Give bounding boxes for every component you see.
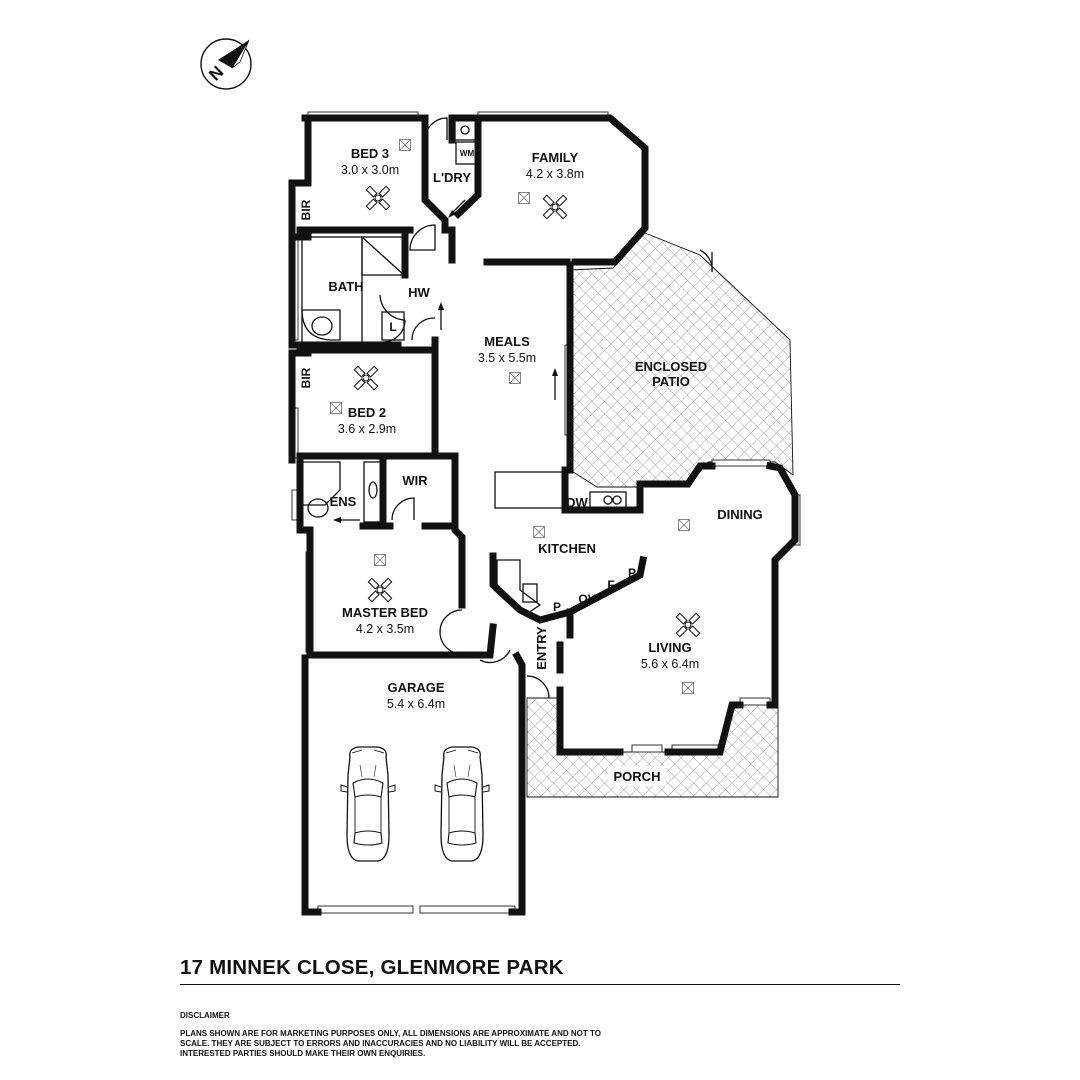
- light-icon: [678, 519, 690, 531]
- meals-dims: 3.5 x 5.5m: [478, 351, 536, 365]
- ceiling-fan-icon: [675, 612, 701, 638]
- dining-label: DINING: [717, 507, 763, 522]
- linen-label: L: [389, 320, 396, 334]
- bed3-dims: 3.0 x 3.0m: [341, 163, 399, 177]
- light-icon: [682, 682, 694, 694]
- master-bed-label: MASTER BED: [342, 605, 428, 620]
- bed3-label: BED 3: [351, 146, 389, 161]
- wir-label: WIR: [402, 473, 428, 488]
- dw-label: DW: [566, 495, 588, 510]
- laundry-label: L'DRY: [433, 170, 471, 185]
- patio-label-line2: PATIO: [652, 374, 690, 389]
- family-label: FAMILY: [532, 150, 579, 165]
- oven-label: OV: [578, 592, 595, 606]
- entry-label: ENTRY: [534, 626, 549, 670]
- ens-label: ENS: [330, 494, 357, 509]
- disclaimer-text: PLANS SHOWN ARE FOR MARKETING PURPOSES O…: [180, 1029, 601, 1058]
- north-arrow-icon: [218, 40, 249, 68]
- living-dims: 5.6 x 6.4m: [641, 657, 699, 671]
- light-icon: [374, 554, 386, 566]
- patio-label-line1: ENCLOSED: [635, 359, 707, 374]
- porch-label: PORCH: [614, 769, 661, 784]
- property-address: 17 MINNEK CLOSE, GLENMORE PARK: [180, 956, 564, 979]
- meals-label: MEALS: [484, 334, 530, 349]
- light-icon: [330, 402, 342, 414]
- bath-label: BATH: [328, 279, 363, 294]
- ceiling-fan-icon: [365, 185, 391, 211]
- master-bed-dims: 4.2 x 3.5m: [356, 622, 414, 636]
- bir-top-label: BIR: [299, 199, 313, 220]
- room-labels: BED 3 3.0 x 3.0m BIR L'DRY WM FAMILY 4.2…: [299, 146, 763, 786]
- walls: [288, 114, 799, 916]
- compass: N: [200, 38, 252, 90]
- kitchen-label: KITCHEN: [538, 541, 596, 556]
- light-icon: [533, 526, 545, 538]
- light-icon: [399, 139, 411, 151]
- ceiling-fan-icon: [353, 365, 379, 391]
- car-icon: [434, 746, 490, 862]
- divider: [180, 984, 900, 985]
- living-label: LIVING: [648, 640, 691, 655]
- family-dims: 4.2 x 3.8m: [526, 167, 584, 181]
- pantry1-label: P: [553, 600, 561, 614]
- pantry2-label: P: [628, 566, 636, 580]
- ceiling-fan-icon: [542, 194, 568, 220]
- bir-mid-label: BIR: [299, 367, 313, 388]
- light-icon: [518, 192, 530, 204]
- door-swings: [333, 117, 713, 699]
- washing-machine-label: WM: [460, 149, 475, 158]
- disclaimer-title: DISCLAIMER: [180, 1011, 230, 1020]
- fixtures: [301, 119, 627, 616]
- garage-label: GARAGE: [387, 680, 444, 695]
- fridge-label: F: [607, 578, 614, 592]
- garage-dims: 5.4 x 6.4m: [387, 697, 445, 711]
- car-icon: [340, 746, 396, 862]
- light-icon: [509, 372, 521, 384]
- ceiling-fan-icon: [367, 577, 393, 603]
- bed2-dims: 3.6 x 2.9m: [338, 422, 396, 436]
- hw-label: HW: [408, 285, 430, 300]
- bed2-label: BED 2: [348, 405, 386, 420]
